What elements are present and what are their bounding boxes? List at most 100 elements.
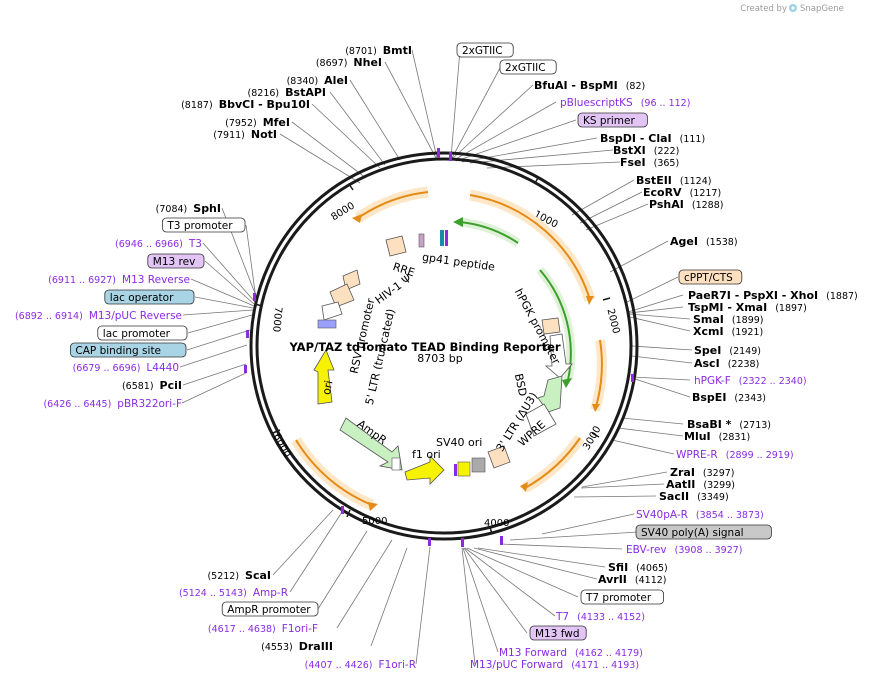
right-label-29-pos[interactable]: (3908 .. 3927) (675, 545, 743, 556)
right-label-23-pos[interactable]: (2899 .. 2919) (726, 450, 794, 461)
right-label-0[interactable]: 2xGTIIC (462, 45, 503, 57)
left-label-17[interactable]: PciI (160, 379, 182, 392)
right-label-9-pos[interactable]: (1217) (690, 188, 722, 199)
right-label-24-pos[interactable]: (3297) (703, 468, 735, 479)
right-label-27-pos[interactable]: (3854 .. 3873) (696, 510, 764, 521)
right-label-20-pos[interactable]: (2343) (734, 393, 766, 404)
left-label-13-pos[interactable]: (6892 .. 6914) (15, 311, 83, 322)
right-label-3[interactable]: pBluescriptKS (560, 97, 633, 109)
left-label-11[interactable]: M13 Reverse (122, 274, 190, 286)
right-label-7-pos[interactable]: (365) (654, 158, 680, 169)
left-label-24-pos[interactable]: (4407 .. 4426) (305, 660, 373, 671)
right-label-2[interactable]: BfuAI - BspMI (534, 79, 618, 92)
left-label-7-pos[interactable]: (7084) (156, 204, 188, 215)
left-label-23[interactable]: DraIII (299, 640, 333, 653)
left-label-20-pos[interactable]: (5124 .. 5143) (179, 588, 247, 599)
right-label-23[interactable]: WPRE-R (676, 449, 718, 461)
right-label-15[interactable]: SmaI (693, 313, 724, 326)
right-label-10[interactable]: PshAI (649, 198, 684, 211)
left-label-8[interactable]: T3 promoter (166, 220, 233, 232)
left-label-16[interactable]: L4440 (146, 362, 179, 374)
left-label-11-pos[interactable]: (6911 .. 6927) (48, 275, 116, 286)
left-label-0-pos[interactable]: (8701) (345, 46, 377, 57)
left-label-22[interactable]: F1ori-F (282, 623, 318, 635)
left-label-24[interactable]: F1ori-R (379, 659, 416, 671)
right-label-17[interactable]: SpeI (694, 344, 721, 357)
right-label-9[interactable]: EcoRV (643, 186, 682, 199)
left-label-3[interactable]: BstAPI (285, 86, 326, 99)
right-label-12[interactable]: cPPT/CTS (684, 272, 733, 284)
right-label-29[interactable]: EBV-rev (626, 544, 667, 556)
left-label-19-pos[interactable]: (5212) (207, 571, 239, 582)
left-label-0[interactable]: BmtI (383, 44, 412, 57)
right-label-21[interactable]: BsaBI * (687, 418, 732, 431)
right-label-26[interactable]: SacII (659, 490, 689, 503)
right-label-16-pos[interactable]: (1921) (732, 327, 764, 338)
left-label-9-pos[interactable]: (6946 .. 6966) (115, 239, 183, 250)
left-label-23-pos[interactable]: (4553) (261, 642, 293, 653)
right-label-21-pos[interactable]: (2713) (739, 420, 771, 431)
right-label-31[interactable]: AvrII (598, 573, 627, 586)
left-label-1[interactable]: NheI (353, 56, 382, 69)
left-label-15[interactable]: CAP binding site (75, 345, 161, 357)
left-label-14[interactable]: lac promoter (103, 328, 171, 340)
right-label-18[interactable]: AscI (694, 357, 720, 370)
left-label-10[interactable]: M13 rev (153, 256, 196, 268)
right-label-11[interactable]: AgeI (670, 235, 698, 248)
right-label-14[interactable]: TspMI - XmaI (688, 301, 767, 314)
left-label-9[interactable]: T3 (188, 238, 202, 250)
left-label-13[interactable]: M13/pUC Reverse (89, 310, 182, 322)
right-label-36-pos[interactable]: (4171 .. 4193) (571, 660, 639, 671)
left-label-6-pos[interactable]: (7911) (213, 130, 245, 141)
right-label-33[interactable]: T7 (555, 611, 569, 623)
right-label-19-pos[interactable]: (2322 .. 2340) (739, 376, 807, 387)
right-label-5-pos[interactable]: (111) (680, 134, 706, 145)
right-label-4[interactable]: KS primer (583, 115, 635, 127)
right-label-35-pos[interactable]: (4162 .. 4179) (575, 648, 643, 659)
right-label-6-pos[interactable]: (222) (654, 146, 680, 157)
right-label-35[interactable]: M13 Forward (499, 647, 567, 659)
right-label-34[interactable]: M13 fwd (535, 628, 580, 640)
right-label-16[interactable]: XcmI (693, 325, 724, 338)
right-label-2-pos[interactable]: (82) (626, 81, 646, 92)
left-label-19[interactable]: ScaI (245, 569, 271, 582)
left-label-3-pos[interactable]: (8216) (248, 88, 280, 99)
left-label-7[interactable]: SphI (193, 202, 221, 215)
right-label-19[interactable]: hPGK-F (694, 375, 731, 387)
left-label-21[interactable]: AmpR promoter (227, 604, 311, 616)
right-label-30[interactable]: SfiI (608, 561, 628, 574)
left-label-5-pos[interactable]: (7952) (225, 118, 257, 129)
right-label-13-pos[interactable]: (1887) (826, 291, 858, 302)
right-label-3-pos[interactable]: (96 .. 112) (641, 98, 691, 109)
right-label-6[interactable]: BstXI (613, 144, 646, 157)
right-label-8-pos[interactable]: (1124) (680, 176, 712, 187)
right-label-15-pos[interactable]: (1899) (732, 315, 764, 326)
left-label-17-pos[interactable]: (6581) (122, 381, 154, 392)
right-label-28[interactable]: SV40 poly(A) signal (641, 527, 744, 539)
left-label-20[interactable]: Amp-R (253, 587, 288, 599)
right-label-30-pos[interactable]: (4065) (636, 563, 668, 574)
right-label-36[interactable]: M13/pUC Forward (470, 659, 563, 671)
right-label-8[interactable]: BstEII (636, 174, 672, 187)
right-label-14-pos[interactable]: (1897) (775, 303, 807, 314)
left-label-1-pos[interactable]: (8697) (316, 58, 348, 69)
right-label-5[interactable]: BspDI - ClaI (600, 132, 672, 145)
right-label-25[interactable]: AatII (666, 478, 695, 491)
left-label-4-pos[interactable]: (8187) (181, 100, 213, 111)
right-label-10-pos[interactable]: (1288) (692, 200, 724, 211)
left-label-22-pos[interactable]: (4617 .. 4638) (208, 624, 276, 635)
right-label-17-pos[interactable]: (2149) (729, 346, 761, 357)
right-label-27[interactable]: SV40pA-R (636, 509, 688, 521)
left-label-2[interactable]: AleI (324, 74, 348, 87)
right-label-22-pos[interactable]: (2831) (719, 432, 751, 443)
right-label-1[interactable]: 2xGTIIC (505, 62, 546, 74)
left-label-18[interactable]: pBR322ori-F (117, 398, 182, 410)
left-label-2-pos[interactable]: (8340) (287, 76, 319, 87)
left-label-16-pos[interactable]: (6679 .. 6696) (73, 363, 141, 374)
right-label-32[interactable]: T7 promoter (585, 592, 652, 604)
left-label-18-pos[interactable]: (6426 .. 6445) (43, 399, 111, 410)
right-label-24[interactable]: ZraI (670, 466, 695, 479)
right-label-7[interactable]: FseI (620, 156, 646, 169)
right-label-20[interactable]: BspEI (692, 391, 726, 404)
left-label-6[interactable]: NotI (251, 128, 277, 141)
